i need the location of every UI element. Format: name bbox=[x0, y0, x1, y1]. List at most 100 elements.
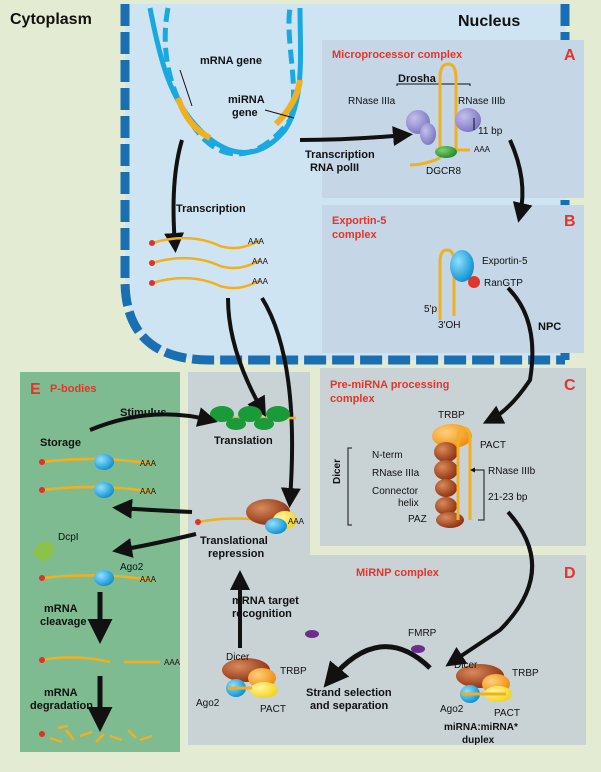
arrow-a-to-b bbox=[508, 139, 533, 223]
dicer-label-d1: Dicer bbox=[454, 660, 478, 671]
dicer-complex bbox=[432, 424, 472, 528]
aaa-n1: AAA bbox=[248, 237, 265, 246]
arrow-b-to-c bbox=[482, 286, 535, 424]
panel-c-title-1: Pre-miRNA processing bbox=[330, 379, 449, 391]
pact-label-d2: PACT bbox=[260, 704, 286, 715]
dcp1-label: DcpI bbox=[58, 532, 79, 543]
aaa-e3: AAA bbox=[140, 575, 157, 584]
connector-label-2: helix bbox=[398, 498, 419, 509]
panel-b-title-2: complex bbox=[332, 229, 378, 241]
panel-c-letter: C bbox=[564, 377, 576, 394]
trbp-label-d1: TRBP bbox=[512, 668, 539, 679]
panel-e-title: P-bodies bbox=[50, 383, 96, 395]
released-strand bbox=[305, 630, 319, 638]
panel-c-title-2: complex bbox=[330, 393, 376, 405]
nuclear-envelope bbox=[120, 4, 565, 365]
panel-a-letter: A bbox=[564, 47, 576, 64]
dgcr8-label: DGCR8 bbox=[426, 166, 461, 177]
miRISC-duplex bbox=[411, 645, 512, 703]
panel-b-letter: B bbox=[564, 213, 576, 230]
arrow-transcription bbox=[164, 139, 185, 253]
cytoplasm-label: Cytoplasm bbox=[10, 11, 92, 28]
aaa-rep: AAA bbox=[288, 517, 305, 526]
mrna-gene-label: mRNA gene bbox=[200, 55, 262, 67]
dcp1-shape bbox=[34, 542, 54, 562]
trbp-label-d2: TRBP bbox=[280, 666, 307, 677]
ago2-label-d2: Ago2 bbox=[196, 698, 220, 709]
degradation-label-1: mRNA bbox=[44, 687, 78, 699]
arrow-to-storage bbox=[112, 498, 193, 519]
mirisc-complex bbox=[222, 658, 278, 698]
arrow-to-translation bbox=[226, 297, 266, 417]
rnase3b-label: RNase IIIb bbox=[458, 96, 506, 107]
five-p-label: 5'p bbox=[424, 304, 437, 315]
mirna-gene-label-2: gene bbox=[232, 107, 258, 119]
panel-e-letter: E bbox=[30, 381, 41, 398]
panel-a-title: Microprocessor complex bbox=[332, 49, 463, 61]
arrow-to-microprocessor bbox=[299, 126, 413, 147]
translational-label-2: repression bbox=[208, 548, 265, 560]
transcription-rnapol-2: RNA polII bbox=[310, 162, 359, 174]
stored-mrnas bbox=[39, 454, 153, 498]
cleaved-mrna bbox=[39, 656, 160, 664]
pact-label-c: PACT bbox=[480, 440, 506, 451]
fmrp-label: FMRP bbox=[408, 628, 437, 639]
duplex-label-1: miRNA:miRNA* bbox=[444, 722, 518, 733]
strand-sel-2: and separation bbox=[310, 700, 389, 712]
bp11-label: 11 bp bbox=[478, 126, 503, 137]
npc-label: NPC bbox=[538, 321, 561, 333]
arrow-stimulus bbox=[89, 407, 218, 432]
exportin5-complex bbox=[438, 248, 480, 320]
dicer-label-c: Dicer bbox=[332, 459, 343, 484]
ago2-bound-mrna bbox=[39, 570, 153, 586]
ribosomes bbox=[206, 406, 296, 430]
rnase3a-c-label: RNase IIIa bbox=[372, 468, 420, 479]
nucleus-label: Nucleus bbox=[458, 13, 520, 30]
aaa-e1: AAA bbox=[140, 459, 157, 468]
mirna-gene-pointer bbox=[264, 109, 295, 119]
degradation-label-2: degradation bbox=[30, 700, 93, 712]
target-recog-1: mRNA target bbox=[232, 595, 299, 607]
strand-sel-1: Strand selection bbox=[306, 687, 392, 699]
mrna-gene-pointer bbox=[179, 69, 193, 107]
microprocessor-complex bbox=[406, 62, 481, 167]
rnase3a-label: RNase IIIa bbox=[348, 96, 396, 107]
mrna-transcripts bbox=[149, 236, 261, 290]
pact-label-d1: PACT bbox=[494, 708, 520, 719]
cleavage-label-2: cleavage bbox=[40, 616, 86, 628]
mirna-gene-label-1: miRNA bbox=[228, 94, 265, 106]
ago2-label-d1: Ago2 bbox=[440, 704, 464, 715]
aaa-e4: AAA bbox=[164, 658, 181, 667]
translational-label-1: Translational bbox=[200, 535, 268, 547]
transcription-rnapol-1: Transcription bbox=[305, 149, 375, 161]
panel-d-letter: D bbox=[564, 565, 576, 582]
target-recog-2: recognition bbox=[232, 608, 292, 620]
arrow-c-to-d bbox=[445, 510, 535, 667]
trbp-label-c: TRBP bbox=[438, 410, 465, 421]
drosha-label: Drosha bbox=[398, 73, 437, 85]
dicer-label-d2: Dicer bbox=[226, 652, 250, 663]
cleavage-label-1: mRNA bbox=[44, 603, 78, 615]
panel-d-title: MiRNP complex bbox=[356, 567, 440, 579]
transcription-label: Transcription bbox=[176, 203, 246, 215]
three-oh-label: 3'OH bbox=[438, 320, 460, 331]
rnase3b-c-label: RNase IIIb bbox=[488, 466, 536, 477]
aaa-e2: AAA bbox=[140, 487, 157, 496]
exportin5-label: Exportin-5 bbox=[482, 256, 528, 267]
translation-label: Translation bbox=[214, 435, 273, 447]
panel-b-title-1: Exportin-5 bbox=[332, 215, 386, 227]
repression-complex bbox=[195, 499, 297, 534]
aaa-n3: AAA bbox=[252, 277, 269, 286]
bp2123-label: 21-23 bp bbox=[488, 492, 528, 503]
panel-d bbox=[188, 555, 586, 745]
connector-label-1: Connector bbox=[372, 486, 419, 497]
rangtp-label: RanGTP bbox=[484, 278, 523, 289]
aaa-a: AAA bbox=[474, 145, 491, 154]
arrow-strand-selection bbox=[323, 644, 432, 688]
aaa-n2: AAA bbox=[252, 257, 269, 266]
arrow-to-cleavage bbox=[112, 532, 197, 558]
stimulus-label: Stimulus bbox=[120, 407, 166, 419]
duplex-label-2: duplex bbox=[462, 735, 495, 746]
